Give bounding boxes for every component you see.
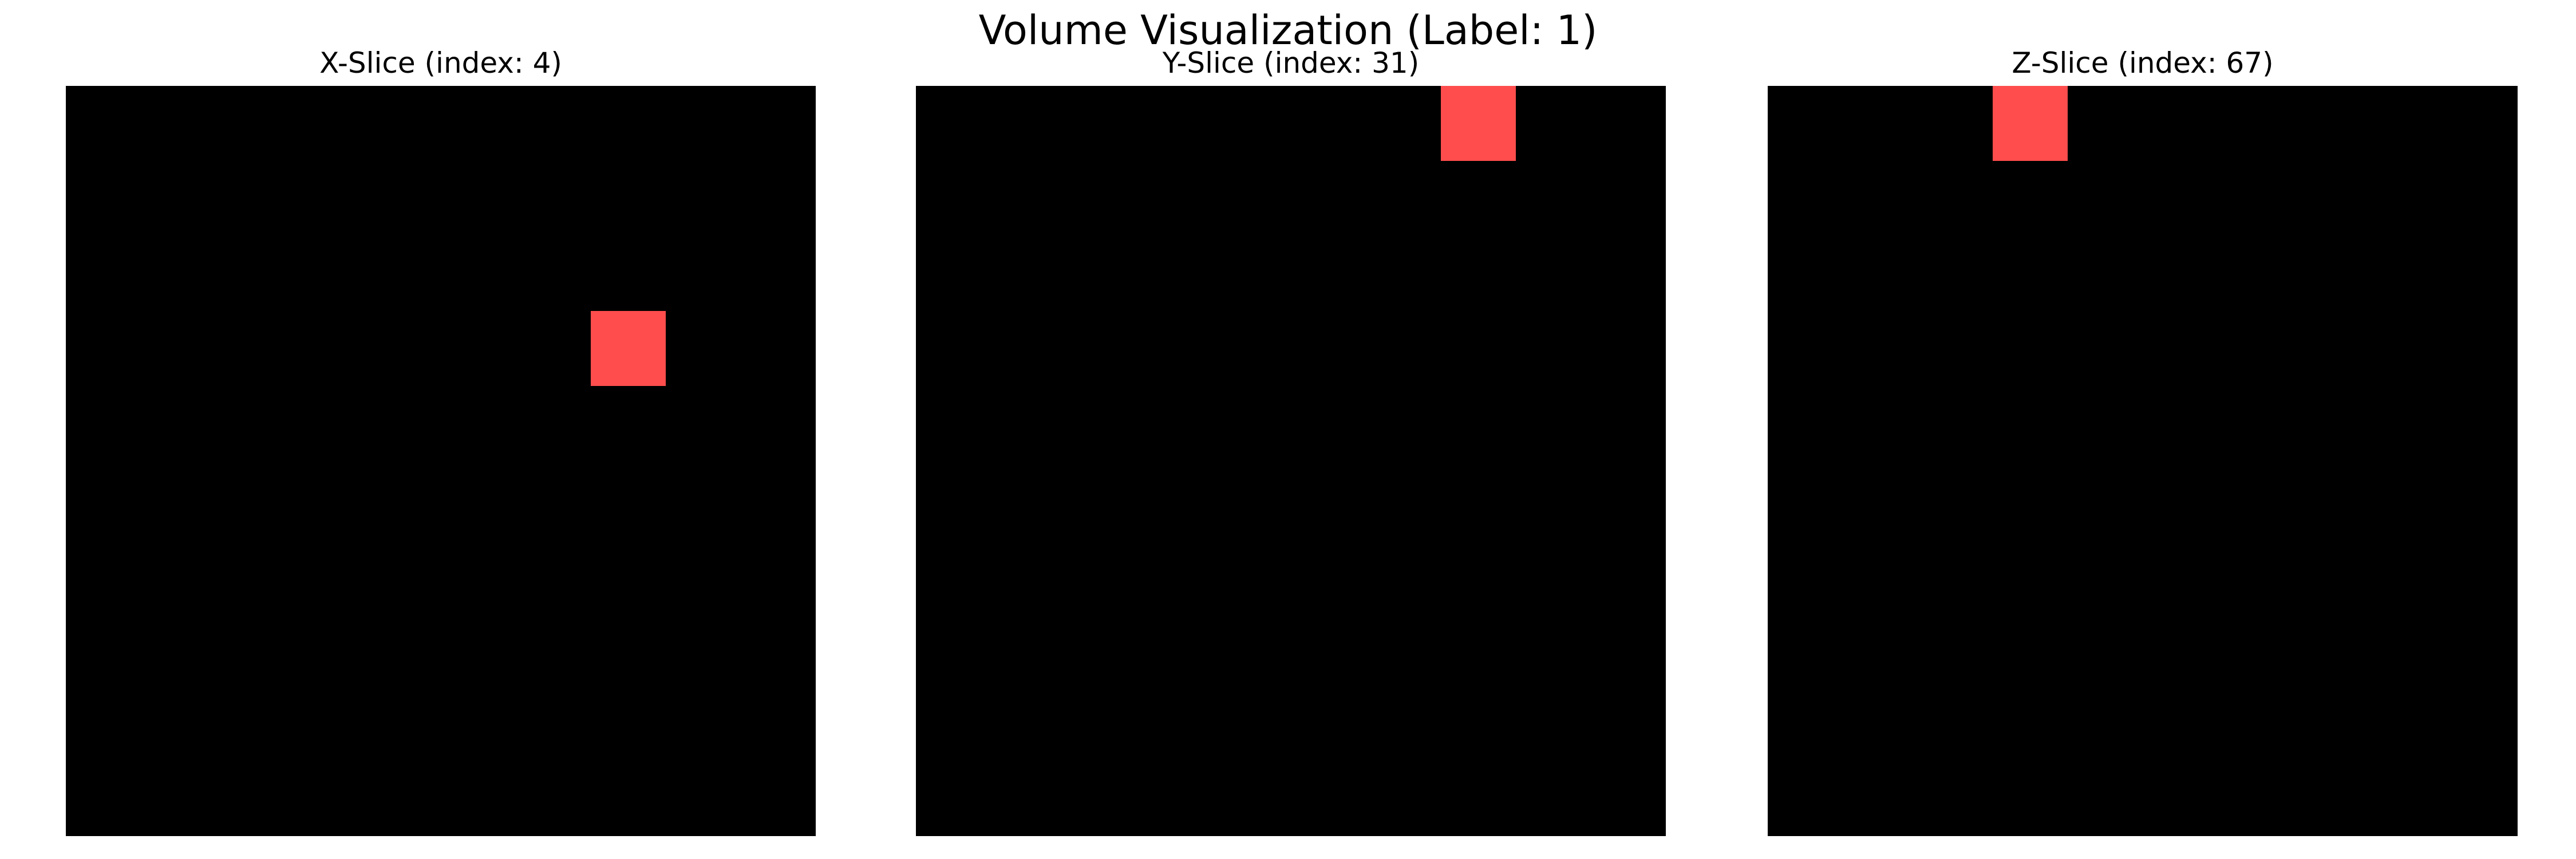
slice-image [1768,86,2518,836]
slice-panel-3: Z-Slice (index: 67) [1768,46,2518,836]
slice-panel-title: X-Slice (index: 4) [319,46,562,80]
slice-panel-2: Y-Slice (index: 31) [916,46,1666,836]
slice-voxel [591,311,666,386]
slice-panel-title: Y-Slice (index: 31) [1162,46,1420,80]
slice-voxel [1993,86,2068,161]
slice-image [66,86,816,836]
slice-voxel [1441,86,1516,161]
slice-image [916,86,1666,836]
slice-panel-1: X-Slice (index: 4) [66,46,816,836]
slice-panel-title: Z-Slice (index: 67) [2012,46,2273,80]
figure-title: Volume Visualization (Label: 1) [979,7,1598,54]
panels: X-Slice (index: 4) Y-Slice (index: 31) Z-S… [66,46,2518,836]
